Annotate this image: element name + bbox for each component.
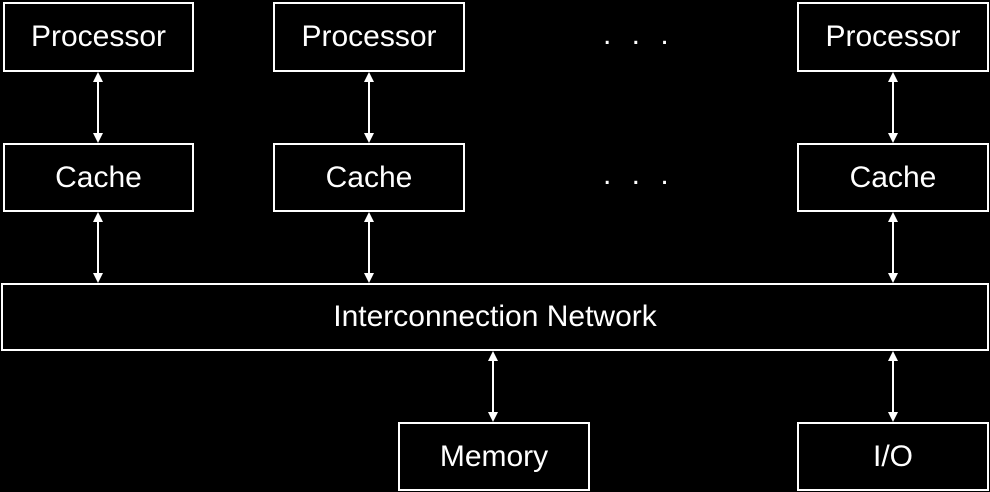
cache-box-3: Cache — [797, 143, 989, 212]
processor-ellipsis: . . . — [603, 18, 675, 51]
cache-box-1: Cache — [3, 143, 194, 212]
memory-box: Memory — [398, 422, 590, 491]
cache-box-2: Cache — [273, 143, 465, 212]
interconnection-network-box: Interconnection Network — [1, 283, 989, 351]
io-box: I/O — [797, 422, 989, 491]
processor-box-2: Processor — [273, 2, 465, 72]
cache-ellipsis: . . . — [603, 158, 675, 191]
processor-box-1: Processor — [3, 2, 194, 72]
processor-box-3: Processor — [797, 2, 989, 72]
